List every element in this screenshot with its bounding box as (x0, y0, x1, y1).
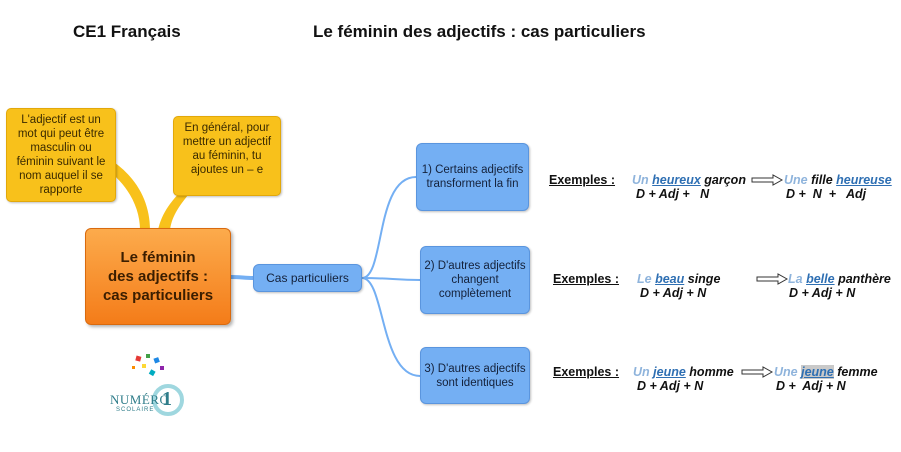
example-2-fem-adj: belle (806, 272, 835, 286)
example-3-masc: Un jeune homme (633, 365, 734, 379)
example-1-fem: Une fille heureuse (784, 173, 892, 187)
central-topic: Le féminin des adjectifs : cas particuli… (85, 228, 231, 325)
note-right-connector (158, 186, 192, 230)
central-line-1: Le féminin (120, 249, 196, 266)
arrow-right-icon (756, 273, 788, 285)
example-2-masc-formula: D + Adj + N (640, 286, 707, 300)
example-1-fem-adj: heureuse (836, 173, 892, 187)
example-2-fem-noun: panthère (838, 272, 891, 286)
note-left-connector (100, 158, 150, 230)
examples-label-3: Exemples : (553, 365, 620, 379)
example-3-fem-det: Une (774, 365, 798, 379)
example-1-fem-det: Une (784, 173, 808, 187)
example-1-masc-noun: garçon (704, 173, 746, 187)
arrow-right-icon (741, 366, 773, 378)
branch-3: 3) D'autres adjectifs sont identiques (420, 347, 530, 404)
branch-2-label: 2) D'autres adjectifs changent complètem… (424, 260, 526, 300)
branch-1-label: 1) Certains adjectifs transforment la fi… (421, 164, 524, 190)
branch-2: 2) D'autres adjectifs changent complètem… (420, 246, 530, 314)
example-1-masc-det: Un (632, 173, 649, 187)
hub-branch1-connector (361, 176, 417, 279)
hub-node: Cas particuliers (253, 264, 362, 292)
numero1-logo: NUMÉRO SCOLAIRE 1 (108, 352, 188, 424)
hub-branch3-connector (361, 277, 421, 377)
course-title: CE1 Français (73, 22, 181, 41)
logo-text-top: NUMÉRO (110, 392, 170, 407)
logo-text-bottom: SCOLAIRE (116, 407, 155, 413)
example-3-fem-formula: D + Adj + N (776, 379, 846, 393)
arrow-right-icon (751, 174, 783, 186)
example-3-masc-adj: jeune (653, 365, 686, 379)
note-definition: L'adjectif est un mot qui peut être masc… (6, 108, 116, 202)
example-3-masc-formula: D + Adj + N (637, 379, 704, 393)
logo-graphic (132, 354, 184, 416)
example-1-masc-formula: D + Adj + N (636, 187, 710, 201)
branch-1: 1) Certains adjectifs transforment la fi… (416, 143, 529, 211)
example-2-fem-det: La (788, 272, 803, 286)
example-3-masc-det: Un (633, 365, 650, 379)
example-1-masc: Un heureux garçon (632, 173, 746, 187)
logo-number: 1 (162, 388, 172, 410)
page-title: Le féminin des adjectifs : cas particuli… (313, 22, 646, 41)
example-2-masc: Le beau singe (637, 272, 720, 286)
examples-label-2: Exemples : (553, 272, 620, 286)
examples-label-1: Exemples : (549, 173, 616, 187)
central-hub-connector (230, 275, 254, 280)
example-3-fem-noun: femme (837, 365, 878, 379)
example-3-masc-noun: homme (689, 365, 734, 379)
example-2-fem: La belle panthère (788, 272, 891, 286)
example-1-masc-adj: heureux (652, 173, 701, 187)
note-general-rule: En général, pour mettre un adjectif au f… (173, 116, 281, 196)
hub-branch2-connector (361, 277, 421, 281)
example-2-masc-det: Le (637, 272, 652, 286)
branch-3-label: 3) D'autres adjectifs sont identiques (424, 362, 526, 389)
central-line-3: cas particuliers (102, 287, 214, 304)
example-2-masc-noun: singe (687, 272, 721, 286)
example-2-masc-adj: beau (655, 272, 685, 286)
example-2-fem-formula: D + Adj + N (789, 286, 856, 300)
example-1-fem-formula: D + N + Adj (786, 187, 867, 201)
example-1-fem-noun: fille (811, 173, 833, 187)
example-3-fem-adj: jeune (801, 365, 834, 379)
example-3-fem: Une jeune femme (774, 365, 878, 379)
central-line-2: des adjectifs : (107, 268, 209, 285)
